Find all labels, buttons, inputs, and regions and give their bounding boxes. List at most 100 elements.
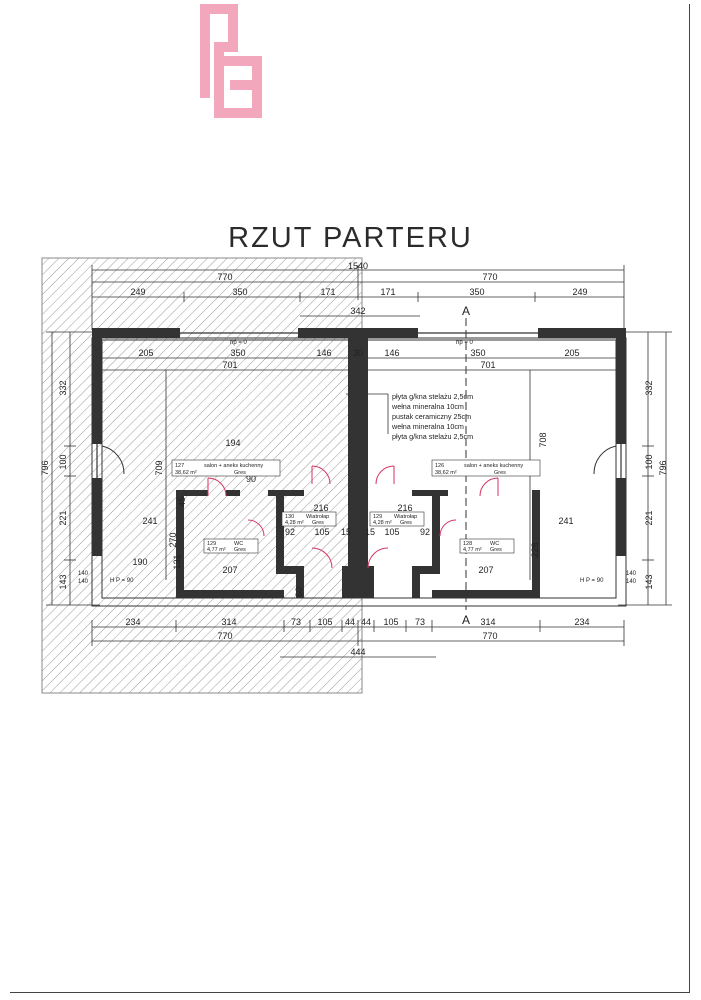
dim-bottom-left-5: 44: [345, 617, 355, 627]
dim-bottom-770-right: 770: [482, 631, 497, 641]
dim-sep: 30: [353, 348, 363, 358]
dimension-lines-bottom: [91, 620, 625, 658]
dim-216-right: 216: [397, 503, 412, 513]
dim-709: 709: [154, 460, 164, 475]
company-logo: [200, 4, 262, 118]
dim-131: 131: [172, 554, 182, 569]
dim-inner-row-right-2: 105: [384, 527, 399, 537]
hp-left: H P = 90: [110, 578, 134, 584]
dim-342: 342: [350, 306, 365, 316]
dim-top-left-2: 350: [232, 287, 247, 297]
dim-inner-right-1: 146: [384, 348, 399, 358]
wc-right-num: 128: [463, 541, 472, 547]
wiatrolap-left-num: 130: [285, 514, 294, 520]
dim-bottom-left-3: 73: [291, 617, 301, 627]
dim-left-221: 221: [58, 510, 68, 525]
dim-top-right-2: 350: [469, 287, 484, 297]
dim-inner-right-2: 350: [470, 348, 485, 358]
dim-inner-row-left-3: 15: [341, 527, 351, 537]
material-1: płyta g/kna stelażu 2,5cm: [392, 392, 473, 401]
wiatrolap-right-floor: Gres: [400, 520, 412, 526]
dim-half-left: 770: [217, 272, 232, 282]
dim-207-right: 207: [478, 565, 493, 575]
dim-bottom-right-5: 234: [574, 617, 589, 627]
salon-left-num: 127: [175, 463, 184, 469]
dim-241-right: 241: [558, 516, 573, 526]
section-label-top: A: [462, 304, 470, 318]
salon-right-floor: Gres: [494, 470, 506, 476]
windows: [96, 332, 622, 478]
dimension-lines-top: [91, 265, 625, 371]
room-tags: 127 salon + aneks kuchenny 38,62 m² Gres…: [175, 463, 523, 553]
dim-right-332: 332: [644, 380, 654, 395]
dimension-texts-bottom: 234 314 73 105 44 44 105 73 314 234 770 …: [125, 617, 589, 657]
dim-left-796: 796: [40, 460, 50, 475]
drawing-title: RZUT PARTERU: [228, 222, 473, 254]
level-labels: H P = 90 H P = 90 140 140 140 140 hp = 0…: [78, 340, 637, 585]
dim-bottom-left-1: 234: [125, 617, 140, 627]
hp-small-right: hp = 0: [456, 340, 474, 346]
wiatrolap-right-name: Wiatrołap: [394, 514, 417, 520]
d140-right-a: 140: [626, 571, 637, 577]
section-label-bottom: A: [462, 613, 470, 627]
salon-right-area: 38,62 m²: [435, 470, 457, 476]
wiatrolap-right-area: 4,28 m²: [373, 520, 392, 526]
dim-inner-left-3: 146: [316, 348, 331, 358]
dim-inner-row-left-1: 92: [285, 527, 295, 537]
dim-bottom-right-3: 73: [415, 617, 425, 627]
dim-bottom-right-1: 44: [361, 617, 371, 627]
dim-inner-row-right-1: 15: [365, 527, 375, 537]
dim-left-100: 100: [58, 454, 68, 469]
salon-right-name: salon + aneks kuchenny: [464, 463, 523, 469]
walls: [92, 328, 626, 598]
dim-top-left-1: 249: [130, 287, 145, 297]
salon-left-area: 38,62 m²: [175, 470, 197, 476]
dim-right-143: 143: [644, 574, 654, 589]
dim-207-left: 207: [222, 565, 237, 575]
dim-left-332: 332: [58, 380, 68, 395]
dim-270: 270: [168, 532, 178, 547]
wc-left-area: 4,77 m²: [207, 547, 226, 553]
hp-right: H P = 90: [580, 578, 604, 584]
dim-top-right-1: 171: [380, 287, 395, 297]
dim-bottom-left-2: 314: [221, 617, 236, 627]
material-4: wełna mineralna 10cm: [391, 422, 464, 431]
wiatrolap-left-name: Wiatrołap: [306, 514, 329, 520]
dim-bottom-770-left: 770: [217, 631, 232, 641]
sheet-border: [10, 4, 690, 993]
dim-right-221: 221: [644, 510, 654, 525]
material-callout: płyta g/kna stelażu 2,5cm wełna mineraln…: [391, 392, 473, 441]
dimension-texts-side: 332 100 221 143 796 332 100 221 143 796 …: [40, 380, 668, 589]
d140-right-b: 140: [626, 579, 637, 585]
wc-left-floor: Gres: [234, 547, 246, 553]
dim-inner-row-right-3: 92: [420, 527, 430, 537]
dim-right-100: 100: [644, 454, 654, 469]
dim-half-right: 770: [482, 272, 497, 282]
dim-inner-left-1: 205: [138, 348, 153, 358]
room-tag-boxes: [171, 459, 541, 554]
dim-45: 45: [177, 497, 187, 507]
dim-190: 190: [132, 557, 147, 567]
dim-444: 444: [350, 647, 365, 657]
dim-bottom-left-4: 105: [317, 617, 332, 627]
wc-left-num: 129: [207, 541, 216, 547]
material-3: pustak ceramiczny 25cm: [392, 412, 471, 421]
dim-top-left-3: 171: [320, 287, 335, 297]
material-2: wełna mineralna 10cm: [391, 402, 464, 411]
door-swings: [207, 465, 499, 569]
salon-right-num: 126: [435, 463, 444, 469]
dimension-texts-interior: 194 241 241 190 270 131 45 90 216 216 92…: [132, 438, 573, 597]
wc-right-floor: Gres: [490, 547, 502, 553]
dim-left-143: 143: [58, 574, 68, 589]
wiatrolap-right-num: 129: [373, 514, 382, 520]
dim-216-left: 216: [313, 503, 328, 513]
d140-left-a: 140: [78, 571, 89, 577]
d140-left-b: 140: [78, 579, 89, 585]
dim-701-left: 701: [222, 360, 237, 370]
dim-bottom-right-2: 105: [383, 617, 398, 627]
material-5: płyta g/kna stelażu 2,5cm: [392, 432, 473, 441]
dimension-lines-side: [46, 331, 672, 606]
wc-left-name: WC: [234, 541, 243, 547]
hp-small-left: hp = 0: [230, 340, 248, 346]
